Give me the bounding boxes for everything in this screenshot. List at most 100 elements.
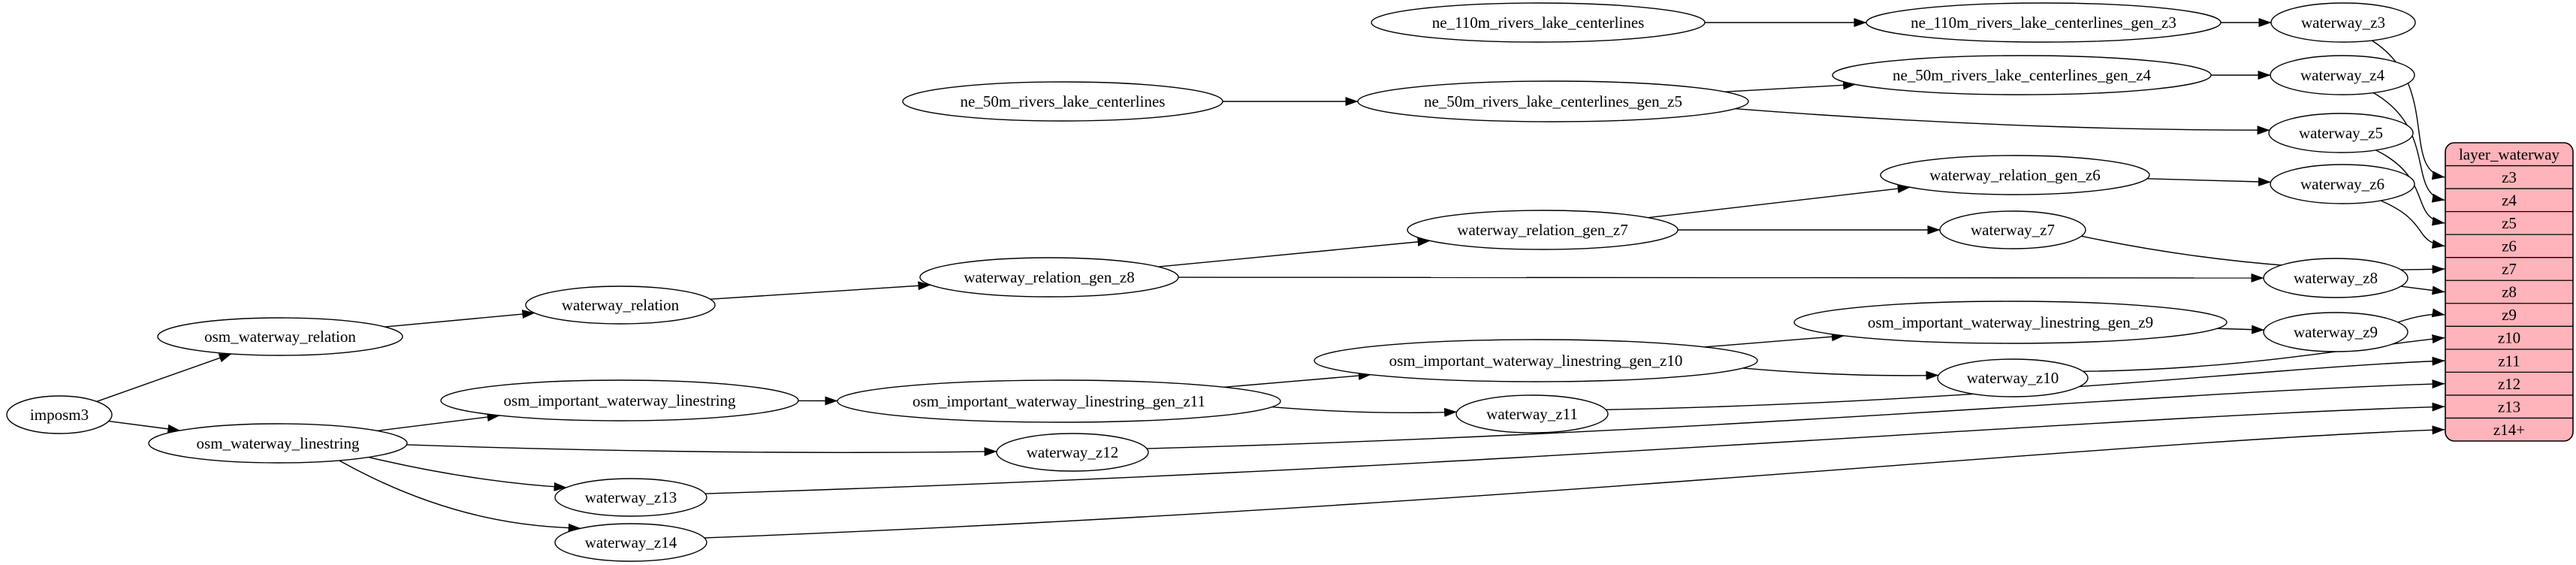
table-row-z6: z6: [2502, 237, 2517, 255]
node-ellipse-osm_waterway_linestring: [148, 423, 408, 464]
node-waterway_z13: waterway_z13: [554, 478, 707, 517]
node-ellipse-waterway_z14: [554, 523, 707, 562]
node-label-waterway_relation_gen_z8: waterway_relation_gen_z8: [964, 268, 1134, 286]
edge-waterway_z10-to-z10: [2083, 334, 2445, 372]
node-ellipse-ne_110m_rivers_lake_centerlines: [1371, 2, 1706, 43]
edge-waterway_z14-to-z14+: [704, 425, 2445, 539]
node-ne_50m_rivers_lake_centerlines_gen_z5: ne_50m_rivers_lake_centerlines_gen_z5: [1357, 80, 1749, 122]
edge-waterway_relation_gen_z7-to-waterway_relation_gen_z6: [1648, 184, 1911, 219]
edge-osm_important_waterway_linestring_gen_z10-to-waterway_z10: [1742, 367, 1939, 380]
node-osm_important_waterway_linestring_gen_z11: osm_important_waterway_linestring_gen_z1…: [837, 379, 1281, 423]
node-ellipse-waterway_z3: [2270, 2, 2416, 43]
edge-waterway_z11-to-z11: [1606, 356, 2445, 410]
node-ellipse-ne_110m_rivers_lake_centerlines_gen_z3: [1866, 2, 2222, 43]
node-waterway_z12: waterway_z12: [996, 433, 1149, 472]
nodes-layer: imposm3osm_waterway_relationosm_waterway…: [6, 2, 2416, 562]
edge-osm_waterway_linestring-to-waterway_z13: [368, 456, 567, 491]
edge-osm_waterway_linestring-to-waterway_z14: [339, 460, 581, 533]
node-ellipse-ne_50m_rivers_lake_centerlines: [902, 81, 1223, 122]
node-ellipse-waterway_relation: [525, 286, 716, 325]
node-label-waterway_relation_gen_z6: waterway_relation_gen_z6: [1929, 166, 2100, 184]
node-label-ne_110m_rivers_lake_centerlines_gen_z3: ne_110m_rivers_lake_centerlines_gen_z3: [1911, 14, 2176, 32]
table-row-z5: z5: [2502, 214, 2517, 232]
table-body: [2445, 142, 2574, 442]
table-title: layer_waterway: [2459, 145, 2560, 163]
edge-waterway_z4-to-z4: [2372, 92, 2445, 203]
table-row-z12: z12: [2498, 375, 2520, 393]
node-waterway_z8: waterway_z8: [2263, 258, 2409, 298]
node-ellipse-osm_important_waterway_linestring: [440, 379, 799, 421]
table-layer_waterway: layer_waterwayz3z4z5z6z7z8z9z10z11z12z13…: [2445, 142, 2574, 442]
edge-waterway_z12-to-z12: [1146, 379, 2445, 449]
table-row-z11: z11: [2498, 352, 2520, 370]
edge-ne_50m_rivers_lake_centerlines_gen_z5-to-ne_50m_rivers_lake_centerlines_gen_z4: [1724, 80, 1857, 92]
node-label-ne_50m_rivers_lake_centerlines_gen_z4: ne_50m_rivers_lake_centerlines_gen_z4: [1893, 66, 2152, 84]
node-waterway_z9: waterway_z9: [2263, 312, 2409, 352]
node-ellipse-waterway_z8: [2263, 258, 2409, 298]
node-label-osm_waterway_relation: osm_waterway_relation: [204, 328, 356, 346]
edge-waterway_relation_gen_z8-to-waterway_z8: [1178, 273, 2264, 282]
node-waterway_z7: waterway_z7: [1939, 210, 2086, 249]
node-osm_important_waterway_linestring_gen_z9: osm_important_waterway_linestring_gen_z9: [1793, 301, 2228, 344]
node-imposm3: imposm3: [6, 395, 113, 434]
edge-waterway_relation_gen_z6-to-waterway_z6: [2146, 177, 2271, 186]
node-label-waterway_z13: waterway_z13: [585, 488, 677, 506]
edge-waterway_z3-to-z3: [2371, 40, 2445, 180]
node-ellipse-waterway_z9: [2263, 312, 2409, 352]
table-row-z13: z13: [2498, 397, 2520, 415]
node-label-waterway_z9: waterway_z9: [2294, 323, 2378, 341]
node-label-waterway_z4: waterway_z4: [2300, 66, 2384, 84]
node-ne_50m_rivers_lake_centerlines_gen_z4: ne_50m_rivers_lake_centerlines_gen_z4: [1832, 55, 2212, 95]
node-ellipse-osm_important_waterway_linestring_gen_z11: [837, 379, 1281, 423]
node-ne_110m_rivers_lake_centerlines_gen_z3: ne_110m_rivers_lake_centerlines_gen_z3: [1866, 2, 2222, 43]
node-ellipse-osm_important_waterway_linestring_gen_z9: [1793, 301, 2228, 344]
edge-osm_waterway_linestring-to-waterway_z12: [406, 444, 997, 457]
table-row-z10: z10: [2498, 329, 2520, 347]
node-label-waterway_relation_gen_z7: waterway_relation_gen_z7: [1457, 221, 1627, 239]
node-label-waterway_relation: waterway_relation: [562, 296, 680, 314]
node-label-imposm3: imposm3: [30, 406, 89, 424]
edge-osm_waterway_linestring-to-osm_important_waterway_linestring: [377, 412, 500, 432]
node-ellipse-ne_50m_rivers_lake_centerlines_gen_z4: [1832, 55, 2212, 95]
node-ne_50m_rivers_lake_centerlines: ne_50m_rivers_lake_centerlines: [902, 81, 1223, 122]
edge-waterway_z13-to-z13: [704, 402, 2445, 494]
table-row-z14+: z14+: [2493, 421, 2525, 439]
edge-imposm3-to-osm_waterway_relation: [96, 353, 232, 403]
node-label-osm_important_waterway_linestring_gen_z10: osm_important_waterway_linestring_gen_z1…: [1389, 352, 1683, 370]
node-label-waterway_z8: waterway_z8: [2294, 269, 2378, 287]
node-ellipse-waterway_z10: [1937, 358, 2089, 397]
node-waterway_z10: waterway_z10: [1937, 358, 2089, 397]
node-ellipse-waterway_z12: [996, 433, 1149, 472]
node-label-osm_important_waterway_linestring_gen_z9: osm_important_waterway_linestring_gen_z9: [1868, 313, 2153, 331]
edge-ne_50m_rivers_lake_centerlines_gen_z5-to-waterway_z5: [1735, 108, 2270, 135]
edge-osm_important_waterway_linestring_gen_z9-to-waterway_z9: [2217, 325, 2265, 334]
node-waterway_z4: waterway_z4: [2270, 55, 2415, 95]
node-ellipse-osm_waterway_relation: [157, 317, 403, 356]
edge-waterway_z6-to-z6: [2380, 200, 2445, 249]
node-osm_important_waterway_linestring_gen_z10: osm_important_waterway_linestring_gen_z1…: [1314, 339, 1758, 382]
node-label-waterway_z6: waterway_z6: [2300, 175, 2384, 193]
node-waterway_z3: waterway_z3: [2270, 2, 2416, 43]
node-waterway_z6: waterway_z6: [2270, 164, 2415, 204]
table-row-z8: z8: [2502, 283, 2517, 301]
node-label-waterway_z10: waterway_z10: [1967, 369, 2059, 387]
node-waterway_relation: waterway_relation: [525, 286, 716, 325]
node-ne_110m_rivers_lake_centerlines: ne_110m_rivers_lake_centerlines: [1371, 2, 1706, 43]
node-waterway_z14: waterway_z14: [554, 523, 707, 562]
node-waterway_z5: waterway_z5: [2268, 113, 2414, 153]
node-label-osm_important_waterway_linestring: osm_important_waterway_linestring: [503, 391, 736, 409]
edge-imposm3-to-osm_waterway_linestring: [108, 420, 181, 434]
node-ellipse-waterway_relation_gen_z8: [919, 257, 1179, 298]
edge-osm_important_waterway_linestring_gen_z11-to-osm_important_waterway_linestring_gen_z10: [1223, 371, 1371, 388]
node-label-osm_important_waterway_linestring_gen_z11: osm_important_waterway_linestring_gen_z1…: [912, 392, 1205, 410]
node-ellipse-imposm3: [6, 395, 113, 434]
table-row-z3: z3: [2502, 168, 2517, 186]
node-ellipse-osm_important_waterway_linestring_gen_z10: [1314, 339, 1758, 382]
edges-layer: [96, 18, 2445, 539]
edge-osm_important_waterway_linestring_gen_z11-to-waterway_z11: [1271, 406, 1458, 417]
table-row-z7: z7: [2502, 260, 2517, 278]
node-label-waterway_z12: waterway_z12: [1027, 443, 1118, 461]
edge-waterway_relation-to-waterway_relation_gen_z8: [710, 281, 931, 300]
